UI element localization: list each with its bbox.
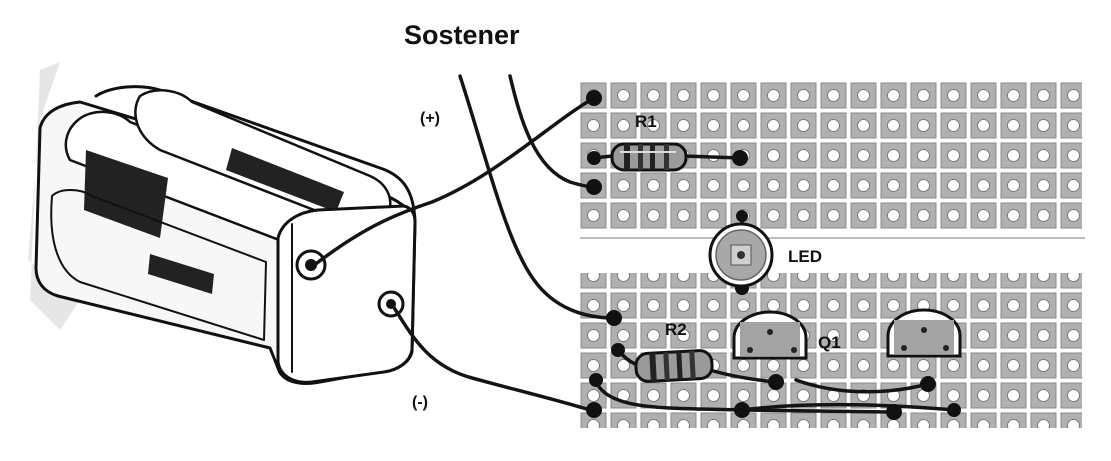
led-label: LED [788, 247, 822, 266]
wire-positive [311, 96, 596, 268]
battery-label-stripe-2 [226, 148, 344, 212]
battery-holder-shadow [28, 62, 80, 330]
wire-support-b [458, 74, 616, 320]
resistor-r1 [610, 142, 688, 172]
battery-terminal-negative [377, 290, 405, 318]
wire-transistor-link [794, 378, 930, 394]
negative-terminal-label: (-) [412, 394, 428, 411]
wire-bottom-rail [594, 380, 896, 414]
battery-holder-top-edge [94, 85, 417, 224]
battery-label-stripe-3 [148, 254, 214, 294]
led [708, 222, 774, 288]
perfboard-lower-section [579, 273, 1082, 428]
diagram-title: Sostener [404, 20, 520, 50]
battery-cell-lower [50, 189, 267, 341]
battery-terminal-positive [295, 249, 327, 281]
transistor-2 [886, 308, 962, 358]
wire-negative [391, 304, 592, 412]
r2-label: R2 [665, 320, 687, 339]
resistor-r2 [634, 349, 714, 383]
battery-holder [28, 62, 417, 385]
solder-points [586, 90, 961, 420]
wire-emitter-return [740, 402, 956, 412]
q1-label: Q1 [818, 333, 841, 352]
perfboard [579, 81, 1085, 428]
r1-label: R1 [635, 112, 657, 131]
transistor-q1 [732, 310, 808, 360]
positive-terminal-label: (+) [420, 110, 440, 127]
